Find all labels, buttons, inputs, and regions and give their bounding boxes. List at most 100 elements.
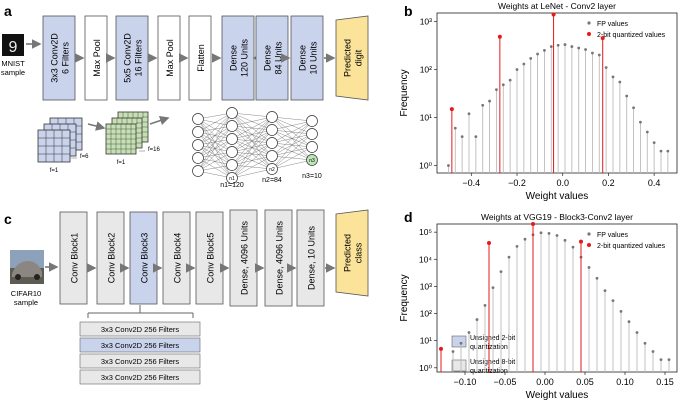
fp-point: [659, 358, 663, 362]
flatten-block-label-1: Flatten: [196, 44, 206, 72]
mnist-digit-glyph: 9: [9, 39, 18, 56]
sub-conv-block-label-1: 3x3 Conv2D 256 Filters: [101, 325, 180, 334]
mnist-digit-image: [2, 34, 24, 56]
fp-point: [619, 309, 623, 313]
mnist-label-2: sample: [1, 68, 25, 77]
fp-point: [515, 68, 519, 71]
fp-point: [543, 48, 546, 52]
fp-point: [523, 237, 527, 241]
neuron-label-n1: n1: [229, 176, 235, 182]
fp-point: [666, 149, 670, 153]
legend-marker-quantized: [587, 243, 591, 247]
fp-point: [539, 231, 543, 235]
y-tick-label: 10²: [420, 64, 432, 74]
predicted-class-block-label-1: Predicted: [343, 234, 353, 272]
fp-point: [659, 149, 663, 153]
legend-label-fp: FP values: [597, 232, 628, 239]
x-tick-label: 0.10: [616, 377, 634, 387]
conv-block1: [59, 211, 88, 305]
chart-title: Weights at LeNet - Conv2 layer: [498, 1, 616, 11]
quantized-point: [600, 36, 605, 41]
x-tick-label: 0.2: [602, 178, 615, 188]
conv1-block-label-2: 6 Filters: [61, 42, 71, 75]
quantized-point: [579, 239, 583, 244]
plot-frame: [436, 12, 678, 174]
neuron: [266, 111, 278, 123]
fp-point: [667, 358, 671, 362]
legend-marker-quantized: [587, 32, 591, 36]
y-tick-label: 10³: [420, 281, 432, 291]
dense10-block: [290, 15, 324, 101]
neuron: [192, 113, 204, 125]
dense84-block-label-2: 84 Units: [274, 41, 284, 75]
fp-point: [571, 245, 575, 249]
legend-swatch-2bit: [451, 335, 467, 348]
f1b-label: f=1: [117, 160, 126, 166]
f1a-label: f=1: [50, 168, 59, 174]
panel-letter-c: c: [4, 211, 12, 227]
n2-count-label: n2=84: [262, 177, 282, 184]
y-tick-label: 10⁵: [419, 227, 432, 237]
conv-block5: [195, 211, 224, 305]
dense10-block-label-1: Dense, 10 Units: [307, 225, 317, 290]
x-tick-label: 0.4: [648, 178, 661, 188]
fp-point: [453, 126, 457, 130]
fp-point: [611, 299, 615, 303]
conv-block5-label-1: Conv Block5: [206, 233, 216, 284]
y-axis-label: Frequency: [399, 69, 410, 116]
neuron: [192, 165, 204, 177]
fp-point: [451, 350, 455, 353]
sub-conv-block-2: [79, 337, 201, 353]
neuron: [306, 154, 318, 166]
fp-point: [491, 286, 495, 290]
fp-point: [499, 270, 503, 274]
fp-point: [577, 46, 581, 50]
chart-vgg19-weights: Weights at VGG19 - Block3-Conv2 layer−0.…: [399, 212, 678, 401]
conv2-block: [115, 15, 149, 101]
sub-conv-block-label-3: 3x3 Conv2D 256 Filters: [101, 357, 180, 366]
y-tick-label: 10¹: [420, 113, 432, 123]
neuron-label-n2: n2: [269, 167, 275, 173]
dense10-block-label-2: 10 Units: [309, 41, 319, 75]
fp-point: [597, 53, 601, 57]
fp-point: [635, 331, 639, 334]
fp-point: [645, 130, 649, 134]
neuron: [306, 115, 318, 127]
legend-label-quantized: 2-bit quantized values: [597, 32, 666, 39]
arrow-fm2: [149, 115, 170, 126]
y-tick-label: 10⁰: [419, 363, 432, 373]
conv-block3-label-1: Conv Block3: [140, 233, 150, 284]
fp-point: [467, 112, 471, 116]
fp-point: [488, 99, 491, 103]
fp-point: [515, 244, 519, 248]
panel-letter-d: d: [404, 209, 413, 225]
y-tick-label: 10¹: [420, 336, 432, 346]
conv-block2-label-1: Conv Block2: [107, 233, 117, 284]
y-tick-label: 10³: [420, 16, 432, 26]
neuron: [192, 139, 204, 151]
neuron: [226, 146, 238, 158]
quantized-point: [497, 34, 502, 39]
legend-label-fp: FP values: [597, 21, 628, 28]
legend-marker-fp: [587, 21, 591, 25]
fp-point: [447, 164, 450, 167]
predicted-class-block-label-2: class: [354, 242, 364, 263]
fp-point: [604, 66, 608, 69]
maxpool1-block-label-1: Max Pool: [92, 39, 102, 77]
maxpool2-block-label-1: Max Pool: [165, 39, 175, 77]
fp-point: [595, 276, 599, 280]
predicted-class-block: [335, 209, 369, 297]
dots-a2: ⋯: [139, 149, 145, 155]
fp-point: [501, 83, 505, 87]
dense84-block: [255, 15, 289, 101]
fp-point: [591, 51, 594, 55]
fp-point: [467, 331, 471, 334]
conv-block1-label-1: Conv Block1: [70, 233, 80, 284]
fp-point: [508, 78, 512, 82]
fp-point: [632, 106, 635, 110]
legend-marker-fp: [587, 232, 591, 236]
neuron: [226, 159, 238, 171]
fp-point: [507, 255, 511, 259]
